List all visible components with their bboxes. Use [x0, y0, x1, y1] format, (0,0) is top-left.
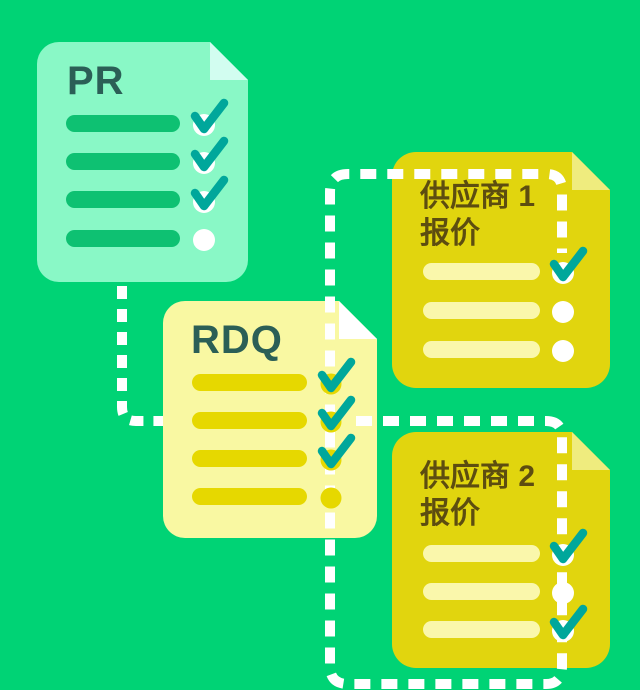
check-icon — [549, 604, 588, 640]
check-icon — [317, 357, 356, 393]
folded-corner-icon — [339, 301, 377, 339]
folded-corner-icon — [572, 152, 610, 190]
checklist-bar — [192, 411, 307, 429]
supplier1-title-line2: 报价 — [420, 217, 480, 250]
checklist-bar — [423, 301, 540, 319]
checklist-bar — [423, 340, 540, 358]
checklist-bar — [423, 582, 540, 600]
check-icon — [549, 246, 588, 282]
checklist-bar — [66, 114, 180, 132]
supplier2-quote-card: 供应商 2 报价 — [392, 432, 610, 668]
unchecked-bullet — [320, 487, 342, 509]
rdq-card-title: RDQ — [191, 318, 283, 362]
checklist-bar — [192, 373, 307, 391]
supplier2-title-line2: 报价 — [420, 497, 480, 530]
check-icon — [190, 175, 229, 211]
checklist-bar — [192, 487, 307, 505]
unchecked-bullet — [552, 340, 574, 362]
check-icon — [190, 137, 229, 172]
checklist-bar — [423, 620, 540, 638]
pr-card-title: PR — [67, 59, 125, 103]
unchecked-bullet — [193, 229, 215, 252]
checklist-bar — [66, 152, 180, 170]
check-icon — [549, 528, 588, 564]
supplier2-card-title: 供应商 2 报价 — [420, 458, 535, 532]
unchecked-bullet — [552, 301, 574, 323]
check-icon — [317, 395, 356, 431]
checklist-bar — [66, 191, 180, 209]
check-icon — [317, 433, 356, 469]
folded-corner-icon — [210, 42, 248, 80]
rdq-document-card: RDQ — [163, 301, 377, 538]
checklist-bar — [423, 262, 540, 280]
supplier1-title-line1: 供应商 1 — [420, 180, 536, 213]
supplier2-title-line1: 供应商 2 — [420, 460, 536, 493]
check-icon — [190, 98, 229, 134]
checklist-bar — [423, 544, 540, 562]
pr-document-card: PR — [37, 42, 248, 282]
supplier1-card-title: 供应商 1 报价 — [420, 178, 535, 252]
checklist-bar — [66, 229, 180, 247]
checklist-bar — [192, 449, 307, 467]
supplier1-quote-card: 供应商 1 报价 — [392, 152, 610, 388]
folded-corner-icon — [572, 432, 610, 470]
